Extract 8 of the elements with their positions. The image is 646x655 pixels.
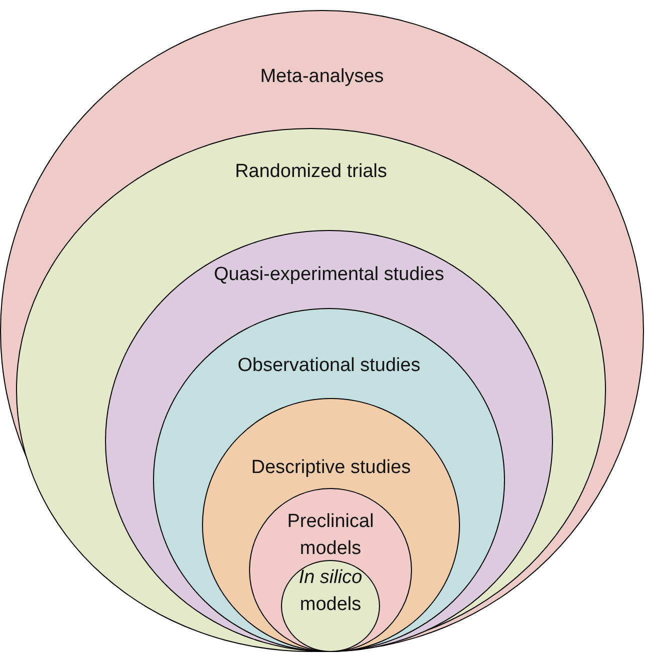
circle-label: Quasi-experimental studies <box>212 263 446 287</box>
circle <box>281 560 380 652</box>
circle-label: Descriptive studies <box>250 456 412 480</box>
circle-label: Observational studies <box>236 354 422 378</box>
circle-label: Preclinical models <box>286 510 375 561</box>
circle-label: In silico models <box>298 566 364 617</box>
circle-label: Meta-analyses <box>259 65 385 89</box>
circle-label: Randomized trials <box>234 160 388 184</box>
